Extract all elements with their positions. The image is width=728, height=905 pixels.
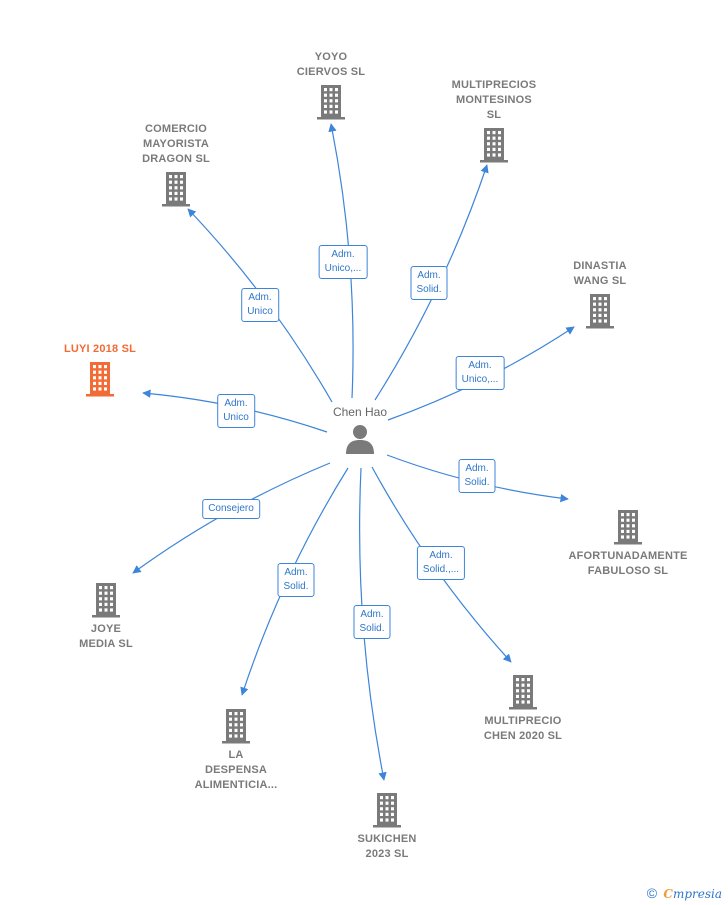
company-name: COMERCIO MAYORISTA DRAGON SL [142, 123, 210, 165]
company-node-chen2020[interactable]: MULTIPRECIO CHEN 2020 SL [448, 670, 598, 744]
building-icon [86, 362, 114, 397]
building-icon [92, 583, 120, 618]
company-name: MULTIPRECIOS MONTESINOS SL [451, 79, 537, 121]
role-badge-joye[interactable]: Consejero [202, 499, 260, 519]
building-icon [373, 793, 401, 828]
building-icon [317, 85, 345, 120]
brand-logo[interactable]: Cmpresia [663, 887, 722, 901]
company-name: DINASTIA WANG SL [573, 260, 627, 287]
role-badge-afortunadamente[interactable]: Adm. Solid. [458, 459, 496, 493]
company-node-afortunadamente[interactable]: AFORTUNADAMENTE FABULOSO SL [553, 505, 703, 579]
building-icon [614, 510, 642, 545]
role-badge-dinastia[interactable]: Adm. Unico,... [455, 356, 505, 390]
company-name: YOYO CIERVOS SL [296, 51, 366, 78]
company-name: LA DESPENSA ALIMENTICIA... [194, 749, 278, 791]
company-node-dinastia[interactable]: DINASTIA WANG SL [525, 259, 675, 333]
company-node-joye[interactable]: JOYE MEDIA SL [31, 578, 181, 652]
building-icon [586, 294, 614, 329]
person-icon [346, 425, 374, 454]
copyright-icon: © [646, 885, 658, 901]
building-icon [480, 128, 508, 163]
company-node-comercio[interactable]: COMERCIO MAYORISTA DRAGON SL [101, 122, 251, 211]
company-node-luyi[interactable]: LUYI 2018 SL [25, 342, 175, 401]
company-node-sukichen[interactable]: SUKICHEN 2023 SL [312, 788, 462, 862]
footer-credit: © Cmpresia [647, 885, 722, 901]
company-node-montesinos[interactable]: MULTIPRECIOS MONTESINOS SL [419, 78, 569, 167]
building-icon [162, 172, 190, 207]
role-badge-yoyo[interactable]: Adm. Unico,... [318, 245, 368, 279]
company-node-despensa[interactable]: LA DESPENSA ALIMENTICIA... [161, 704, 311, 793]
company-name: JOYE MEDIA SL [79, 623, 133, 650]
company-node-yoyo[interactable]: YOYO CIERVOS SL [256, 50, 406, 124]
role-badge-sukichen[interactable]: Adm. Solid. [353, 605, 391, 639]
role-badge-comercio[interactable]: Adm. Unico [241, 288, 279, 322]
role-badge-chen2020[interactable]: Adm. Solid.,... [416, 546, 466, 580]
building-icon [509, 675, 537, 710]
company-name: AFORTUNADAMENTE FABULOSO SL [568, 550, 688, 577]
company-name: LUYI 2018 SL [63, 343, 137, 355]
center-person[interactable]: Chen Hao [310, 405, 410, 460]
role-badge-montesinos[interactable]: Adm. Solid. [410, 266, 448, 300]
role-badge-despensa[interactable]: Adm. Solid. [277, 563, 315, 597]
building-icon [222, 709, 250, 744]
company-name: SUKICHEN 2023 SL [357, 833, 417, 860]
role-badge-luyi[interactable]: Adm. Unico [217, 394, 255, 428]
person-name: Chen Hao [332, 405, 388, 419]
company-name: MULTIPRECIO CHEN 2020 SL [483, 715, 563, 742]
